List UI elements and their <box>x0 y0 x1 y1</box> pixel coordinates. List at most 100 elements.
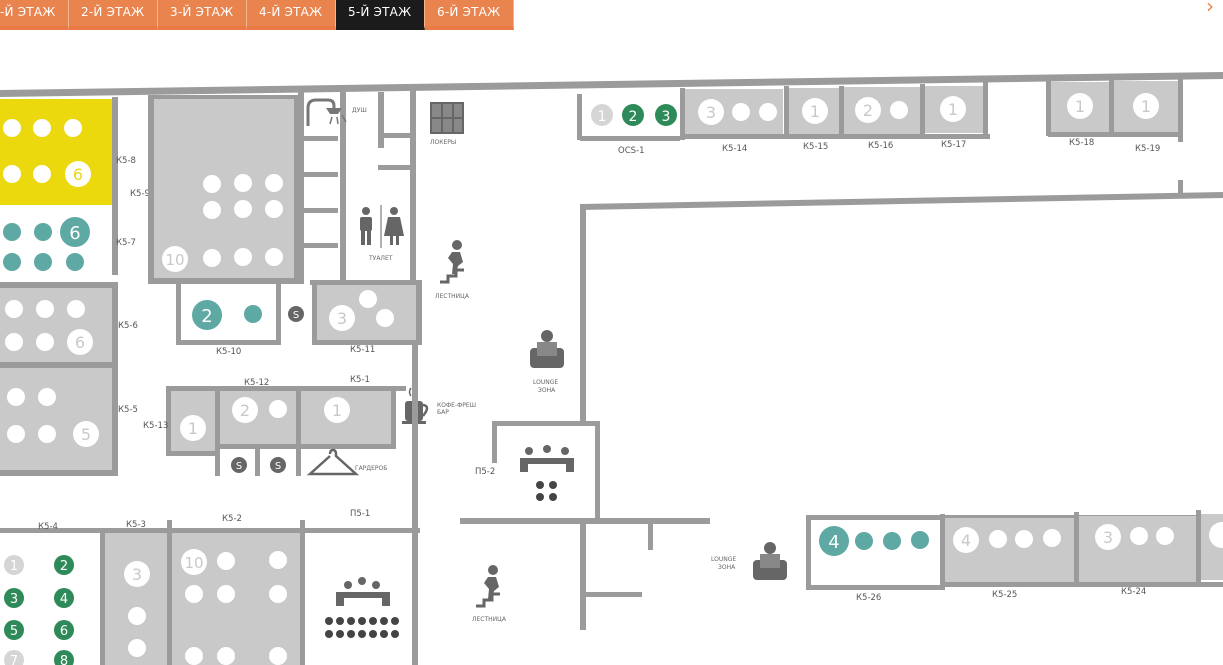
lockers-icon <box>430 102 464 134</box>
tab-floor-2[interactable]: 2-Й ЭТАЖ <box>69 0 158 30</box>
room-label-k5-10: К5-10 <box>216 347 241 357</box>
outer-wall-top <box>0 72 1223 97</box>
room-big-10[interactable]: 10 <box>148 95 298 284</box>
seat-count: 10 <box>184 554 203 572</box>
lounge-label-top-line1: LOUNGE <box>533 379 558 386</box>
svg-text:3: 3 <box>10 592 18 607</box>
room-k5-11[interactable]: 3 <box>312 284 417 344</box>
room-k5-1[interactable]: 1 <box>301 391 391 444</box>
seat-count: 3 <box>337 309 347 328</box>
tab-floor-1[interactable]: -Й ЭТАЖ <box>0 0 69 30</box>
lockers-label: ЛОКЕРЫ <box>430 139 456 146</box>
room-partial-right[interactable] <box>1201 514 1223 580</box>
skype-icon: S <box>288 306 304 322</box>
seat-count: 3 <box>1103 528 1113 547</box>
room-k5-10[interactable]: 2 <box>176 284 276 345</box>
tab-floor-3[interactable]: 3-Й ЭТАЖ <box>158 0 247 30</box>
seat-count: 2 <box>863 101 873 120</box>
room-k5-6[interactable]: 6 <box>0 288 112 362</box>
seat-count: 4 <box>828 532 839 553</box>
room-k5-24[interactable]: 3 <box>1079 516 1197 582</box>
room-label-k5-15: К5-15 <box>803 142 828 152</box>
room-k5-18[interactable]: 1 <box>1051 82 1109 132</box>
room-label-k5-3: К5-3 <box>126 520 146 530</box>
room-p5-2[interactable] <box>492 421 600 519</box>
room-label-k5-5: К5-5 <box>118 405 138 415</box>
seat-count: 1 <box>188 419 198 438</box>
room-p5-1[interactable] <box>325 577 399 638</box>
room-label-k5-17: К5-17 <box>941 140 966 150</box>
svg-text:5: 5 <box>10 624 18 639</box>
room-k5-5[interactable]: 5 <box>0 368 112 470</box>
room-label-k5-8: К5-8 <box>116 156 136 166</box>
seat-count: 6 <box>69 223 80 244</box>
svg-text:S: S <box>236 461 242 472</box>
chevron-right-icon[interactable]: › <box>1206 0 1214 18</box>
room-label-p5-1: П5-1 <box>350 509 370 519</box>
room-label-ocs-1: OCS-1 <box>618 146 645 156</box>
meeting-table-icon <box>520 445 574 472</box>
lounge-icon <box>753 542 787 580</box>
bottom-right-wall <box>806 515 1223 520</box>
svg-text:2: 2 <box>60 559 68 574</box>
room-k5-13[interactable]: 1 <box>171 391 215 451</box>
lounge-label-bottom-line1: LOUNGE <box>711 556 736 563</box>
room-k5-19[interactable]: 1 <box>1114 81 1178 132</box>
coffee-label-line1: КОФЕ-ФРЕШ <box>437 402 476 409</box>
room-k5-2[interactable]: 10 <box>172 533 300 665</box>
room-k5-12[interactable]: 2 <box>220 391 296 444</box>
room-label-k5-18: К5-18 <box>1069 138 1094 148</box>
room-label-k5-16: К5-16 <box>868 141 893 151</box>
seat-count: 1 <box>1141 97 1151 116</box>
room-label-k5-14: К5-14 <box>722 144 747 154</box>
room-label-p5-2: П5-2 <box>475 467 495 477</box>
room-k5-25[interactable]: 4 <box>945 518 1075 584</box>
svg-text:6: 6 <box>60 624 68 639</box>
toilet-icon <box>360 205 404 248</box>
svg-text:8: 8 <box>60 654 68 665</box>
svg-text:7: 7 <box>10 654 18 665</box>
seat-count: 4 <box>961 531 971 550</box>
meeting-table-icon <box>336 577 390 606</box>
tab-floor-4[interactable]: 4-Й ЭТАЖ <box>247 0 336 30</box>
room-label-k5-9: К5-9 <box>130 189 150 199</box>
svg-text:S: S <box>293 310 299 321</box>
toilet-label: ТУАЛЕТ <box>368 255 393 262</box>
room-k5-15[interactable]: 1 <box>789 88 839 134</box>
seat-count: 3 <box>706 103 716 122</box>
tab-floor-5[interactable]: 5-Й ЭТАЖ <box>336 0 425 30</box>
seat-count: 1 <box>948 100 958 119</box>
seat-count: 3 <box>662 109 671 125</box>
seat-count: 2 <box>240 401 250 420</box>
svg-text:1: 1 <box>10 559 18 574</box>
seat-count: 5 <box>81 425 91 444</box>
seat-count: 1 <box>810 102 820 121</box>
lounge-label-top-line2: ЗОНА <box>538 387 556 394</box>
seat-count: 1 <box>332 401 342 420</box>
room-k5-8[interactable]: 6 <box>0 99 112 205</box>
tab-floor-6[interactable]: 6-Й ЭТАЖ <box>425 0 514 30</box>
room-k5-7[interactable]: 6 <box>0 205 112 280</box>
room-k5-17[interactable]: 1 <box>925 86 983 133</box>
room-ocs-1[interactable]: 1 2 3 <box>591 104 677 126</box>
room-k5-3[interactable]: 3 <box>105 533 167 665</box>
room-k5-14[interactable]: 3 <box>685 89 783 137</box>
seat-count: 6 <box>73 165 83 184</box>
seat-count: 6 <box>75 333 85 352</box>
room-label-k5-26: К5-26 <box>856 593 881 603</box>
stairs-icon <box>476 565 500 608</box>
svg-text:4: 4 <box>60 592 68 607</box>
room-label-k5-25: К5-25 <box>992 590 1017 600</box>
room-label-k5-7: К5-7 <box>116 238 136 248</box>
room-label-k5-13: К5-13 <box>143 421 168 431</box>
svg-text:S: S <box>275 461 281 472</box>
room-label-k5-12: К5-12 <box>244 378 269 388</box>
seat-count: 10 <box>165 251 184 269</box>
lounge-icon <box>530 330 564 368</box>
room-label-k5-24: К5-24 <box>1121 587 1146 597</box>
room-k5-4[interactable]: 1 2 3 4 5 6 7 8 <box>4 555 74 665</box>
room-k5-26[interactable]: 4 <box>819 526 929 556</box>
room-k5-16[interactable]: 2 <box>844 87 920 134</box>
stairs-label-top: ЛЕСТНИЦА <box>435 293 470 300</box>
room-label-k5-2: К5-2 <box>222 514 242 524</box>
